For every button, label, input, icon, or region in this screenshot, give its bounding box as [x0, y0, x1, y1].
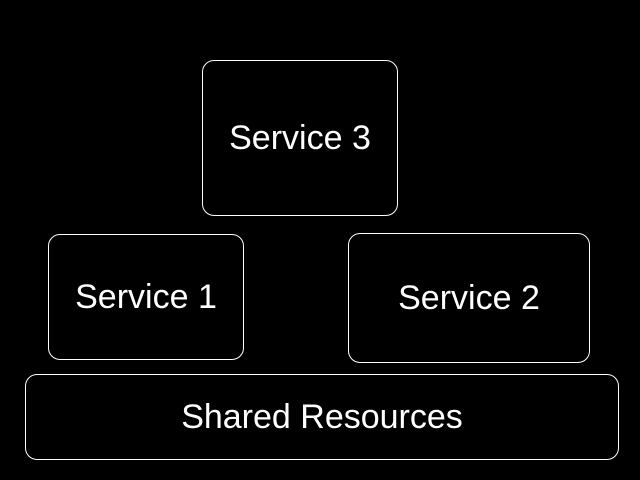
service-1-label: Service 1	[75, 277, 217, 316]
shared-resources-label: Shared Resources	[181, 397, 463, 436]
service-3-box: Service 3	[202, 60, 398, 216]
service-2-box: Service 2	[348, 233, 590, 363]
shared-resources-box: Shared Resources	[25, 374, 619, 460]
service-2-label: Service 2	[398, 278, 540, 317]
service-3-label: Service 3	[229, 118, 371, 157]
service-1-box: Service 1	[48, 234, 244, 360]
